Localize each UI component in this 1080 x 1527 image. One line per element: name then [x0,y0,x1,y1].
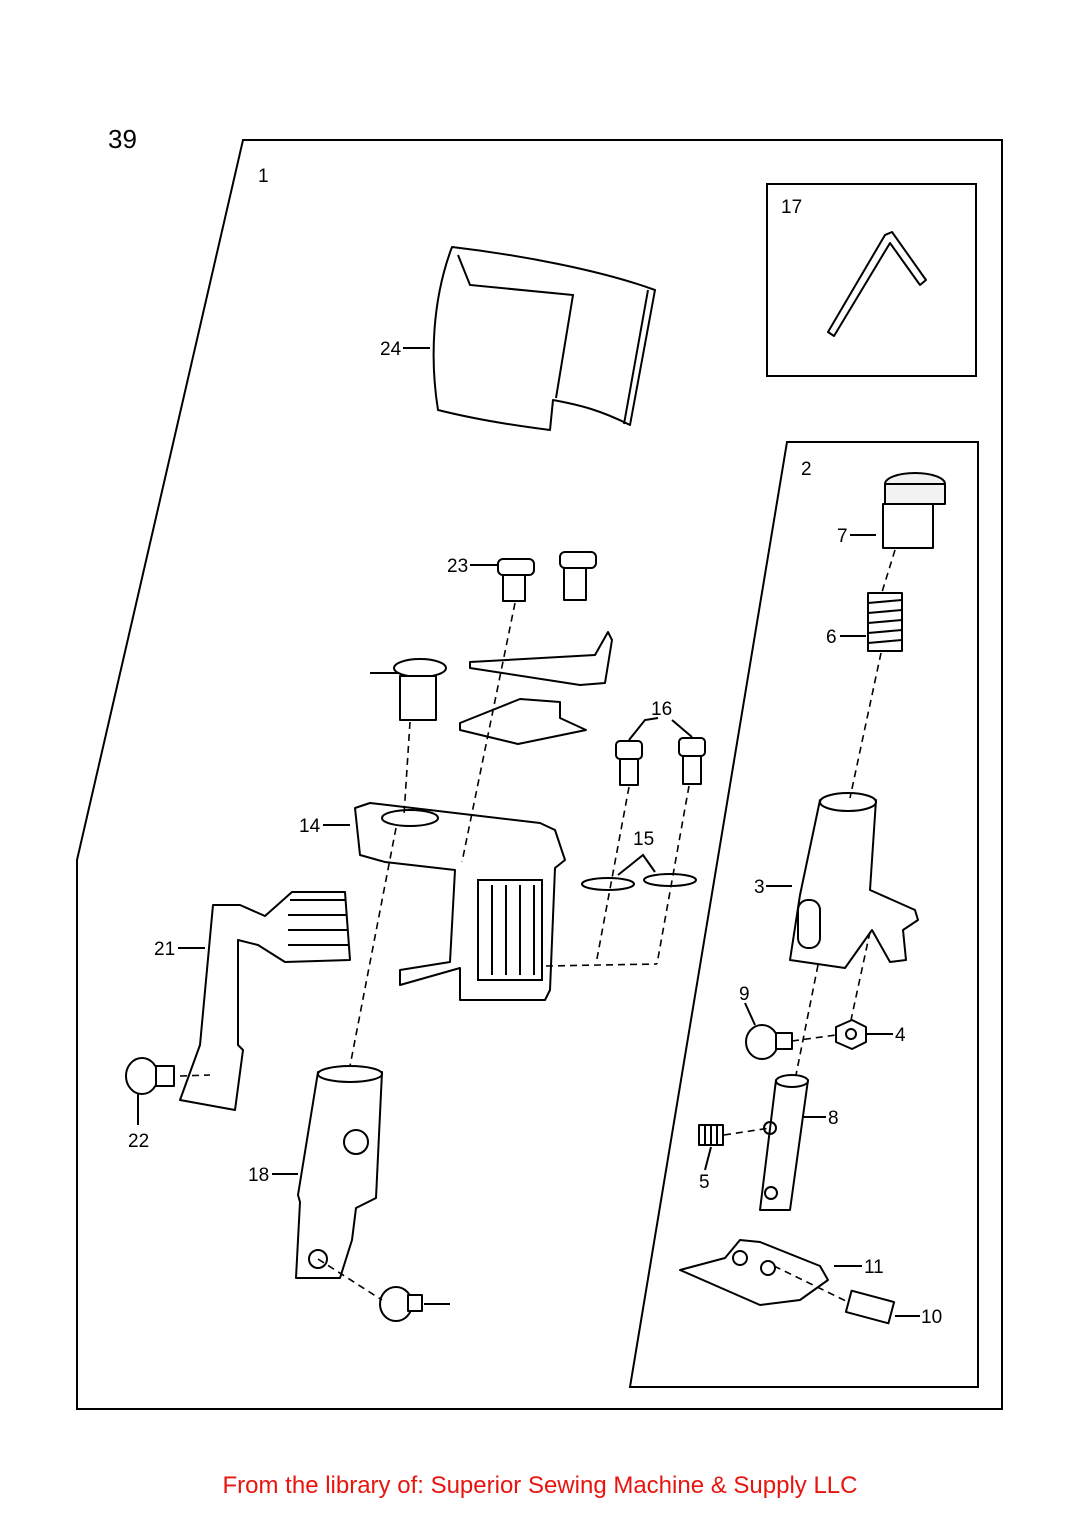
part-23-screw [393,658,447,721]
frame-1-label: 1 [258,166,269,187]
part-16-screws [615,717,706,786]
callout-16: 16 [651,699,672,720]
part-18-bar [295,1065,383,1279]
callout-3: 3 [754,877,765,898]
part-20-feeder [179,891,351,1111]
part-5-screw [698,1124,724,1146]
callout-5: 5 [699,1172,710,1193]
part-15-washers [581,853,697,891]
part-24-screw [379,1286,423,1322]
callout-14: 14 [299,816,321,837]
callout-9: 9 [739,984,750,1005]
part-7-adjust-screw [882,472,946,549]
part-4-nut [835,1019,867,1050]
callout-8: 8 [828,1108,839,1129]
hex-key-icon [827,231,927,337]
callout-4: 4 [895,1025,906,1046]
leader-lines [178,347,920,1317]
frame-1-border [76,139,1003,1410]
callout-11: 11 [864,1257,884,1278]
part-8-pin [759,1074,809,1211]
callout-20: 21 [154,939,175,960]
part-10-screw [844,1289,896,1325]
callout-6: 6 [826,627,837,648]
part-3-holder [789,792,919,969]
part-22-cover [432,246,656,431]
part-6-spring [867,592,903,652]
callout-7: 7 [837,526,848,547]
frame-17-border [766,183,977,377]
part-21-screw [125,1057,175,1125]
part-11-presser [679,1239,829,1306]
frame-17-label: 17 [781,197,802,218]
callout-22: 24 [380,339,402,360]
callout-10: 10 [921,1307,942,1328]
frame-2-border [628,441,979,1388]
assembly-lines [179,549,896,1303]
page-number: 39 [108,124,137,154]
part-9-screw [745,1024,793,1060]
callout-15: 15 [633,829,654,850]
guide-brackets [459,631,613,745]
part-14-bracket [354,802,566,1001]
frame-2-label: 2 [801,459,812,480]
library-footer: From the library of: Superior Sewing Mac… [222,1472,858,1499]
callout-18: 18 [248,1165,269,1186]
part-19-screws [497,551,597,602]
callout-21: 22 [128,1131,149,1152]
callout-19: 23 [447,556,468,577]
